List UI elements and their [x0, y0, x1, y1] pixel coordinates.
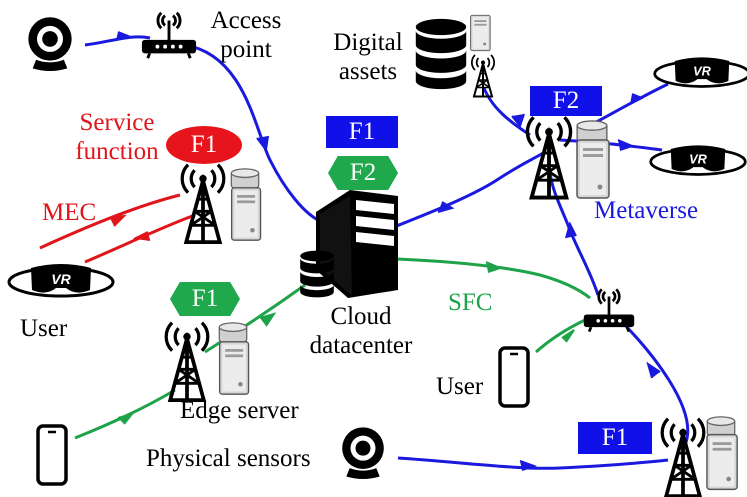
metaverse-server-icon [576, 139, 610, 199]
vr-headset-mid-icon [649, 143, 747, 176]
cloud-datacenter-icon [316, 190, 398, 298]
sensor-to-f1-link [397, 456, 669, 470]
f1-tower-to-router-link [616, 316, 690, 446]
sensor-f1-tag: F1 [578, 422, 652, 454]
sensor-smartphone-icon [36, 424, 68, 486]
arrowhead [629, 93, 645, 105]
arrowhead [259, 312, 277, 327]
sensor-server-icon [706, 433, 738, 491]
service-function-label: Service function [75, 109, 159, 165]
arrowhead [485, 261, 503, 273]
physical-sensor-camera-icon [342, 427, 384, 479]
asset-antenna-icon [470, 53, 496, 98]
vr-headset-top-icon [653, 55, 747, 88]
arrowhead [132, 231, 151, 241]
router-icon [582, 287, 636, 334]
edge-server-label: Edge server [180, 397, 299, 424]
physical-sensors-label: Physical sensors [146, 445, 311, 472]
mec-label: MEC [42, 199, 97, 226]
mec-f1-tag: F1 [166, 126, 242, 164]
edge-server-icon [218, 341, 250, 395]
cloud-f2-tag: F2 [328, 156, 398, 190]
router-to-user-phone-link [535, 318, 586, 354]
arrowhead [646, 361, 661, 379]
access-point-icon [140, 11, 198, 60]
access-point-label: Access point [210, 7, 282, 63]
edge-f1-tag: F1 [170, 282, 240, 316]
arrowhead [565, 221, 577, 239]
arrowhead [117, 412, 135, 425]
metaverse-label: Metaverse [594, 197, 699, 224]
user-left-label: User [20, 315, 68, 342]
digital-assets-database-icon [415, 18, 467, 90]
arrowhead [109, 214, 127, 227]
cloud-datacenter-label: Cloud datacenter [309, 303, 413, 359]
user-smartphone-icon [498, 346, 530, 408]
phone-to-edge-link [74, 388, 176, 440]
metaverse-to-vr-mid-link [559, 138, 663, 152]
assets-to-metaverse-link [482, 87, 531, 137]
edge-tower-icon [164, 320, 210, 402]
cloud-f1-tag: F1 [326, 116, 398, 148]
arrowhead [511, 113, 525, 129]
arrowhead [617, 139, 635, 151]
mec-server-icon [230, 187, 262, 241]
arrowhead [115, 31, 131, 41]
sfc-label: SFC [448, 289, 493, 316]
arrowhead [561, 329, 575, 343]
digital-assets-label: Digital assets [333, 29, 403, 85]
edge-to-cloud-link [204, 283, 306, 354]
arrowhead [519, 460, 538, 471]
edge-disk-icon [218, 322, 248, 345]
sensor-tower-icon [662, 419, 704, 496]
arrowhead [256, 135, 269, 153]
webcam-icon [28, 17, 72, 71]
arrowhead [437, 201, 455, 213]
user-right-label: User [436, 373, 484, 400]
mec-disk-icon [230, 168, 260, 191]
ap-to-cloud-link [184, 43, 323, 224]
vr-headset-user-icon [7, 262, 115, 298]
asset-server-icon [470, 14, 491, 52]
mec-tower-icon [180, 162, 226, 244]
metaverse-f2-tag: F2 [530, 86, 602, 116]
router-to-metaverse-link [548, 171, 600, 296]
